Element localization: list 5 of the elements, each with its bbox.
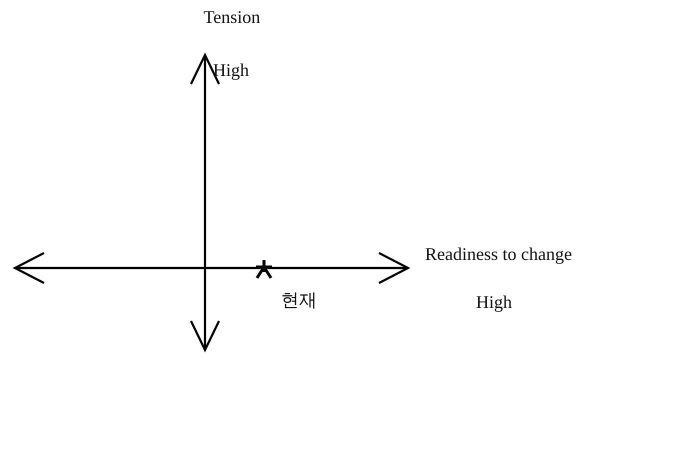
- axis-end-label: High: [476, 293, 512, 311]
- marker-label: 현재: [281, 291, 317, 309]
- axis-title: Readiness to change: [425, 245, 572, 263]
- axis-end-label: High: [213, 61, 249, 79]
- axis-title: Tension: [204, 8, 260, 26]
